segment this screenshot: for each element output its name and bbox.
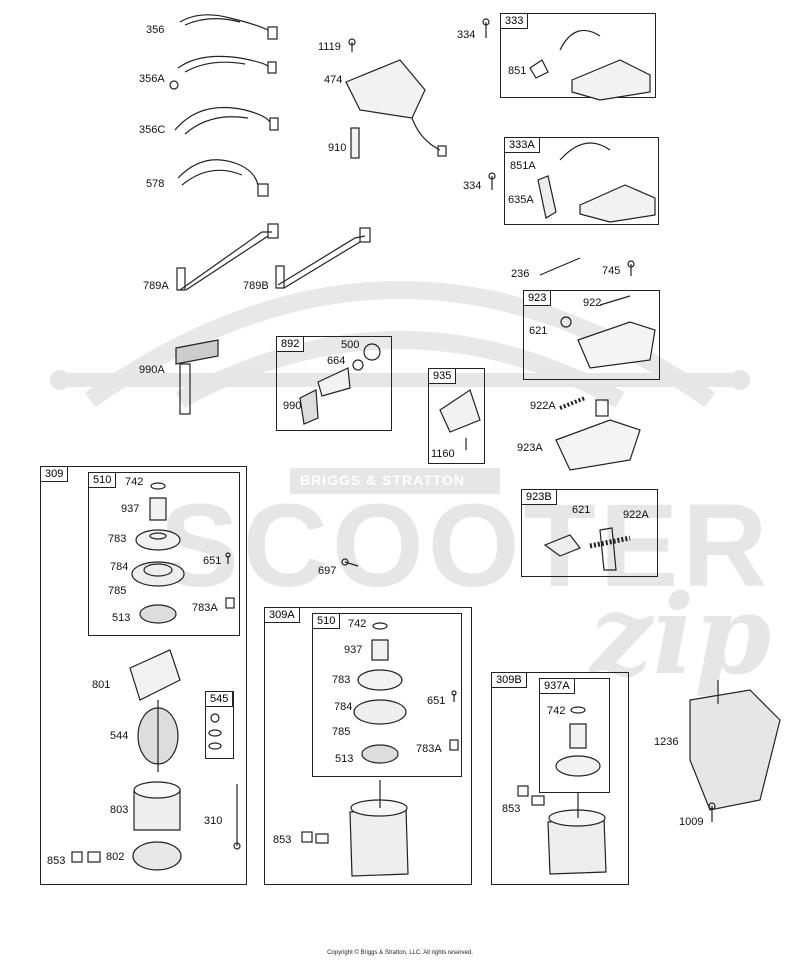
- callout-783a: 783A: [192, 602, 218, 614]
- callout-910: 910: [328, 142, 347, 154]
- group-tag: 935: [429, 369, 457, 384]
- callout-513: 513: [112, 612, 131, 624]
- callout-334b: 334: [463, 180, 482, 192]
- callout-635a: 635A: [508, 194, 534, 206]
- callout-236: 236: [511, 268, 530, 280]
- callout-334: 334: [457, 29, 476, 41]
- callout-851: 851: [508, 65, 527, 77]
- group-tag: 333A: [505, 138, 540, 153]
- group-tag: 309A: [265, 608, 300, 623]
- group-box-309: 309: [40, 466, 247, 885]
- callout-742b: 742: [348, 618, 367, 630]
- group-box-923b: 923B: [521, 489, 658, 577]
- callout-922a: 922A: [530, 400, 556, 412]
- callout-783b: 783: [332, 674, 351, 686]
- group-tag: 333: [501, 14, 529, 29]
- callout-356: 356: [146, 24, 165, 36]
- callout-664: 664: [327, 355, 346, 367]
- callout-784b: 784: [334, 701, 353, 713]
- group-box-510-inner: 510: [312, 613, 462, 777]
- group-tag: 892: [277, 337, 305, 352]
- callout-745: 745: [602, 265, 621, 277]
- callout-544: 544: [110, 730, 129, 742]
- callout-513b: 513: [335, 753, 354, 765]
- callout-789b: 789B: [243, 280, 269, 292]
- callout-937: 937: [121, 503, 140, 515]
- callout-785: 785: [108, 585, 127, 597]
- callout-990a: 990A: [139, 364, 165, 376]
- callout-853c: 853: [502, 803, 521, 815]
- callout-853: 853: [47, 855, 66, 867]
- callout-789a: 789A: [143, 280, 169, 292]
- callout-923a: 923A: [517, 442, 543, 454]
- group-box-545: 545: [205, 691, 234, 759]
- callout-937b: 937: [344, 644, 363, 656]
- callout-785b: 785: [332, 726, 351, 738]
- group-box-510: 510: [88, 472, 240, 636]
- callout-922: 922: [583, 297, 602, 309]
- callout-621: 621: [529, 325, 548, 337]
- group-tag: 510: [313, 614, 341, 629]
- callout-802: 802: [106, 851, 125, 863]
- group-tag: 937A: [540, 679, 575, 694]
- callout-783a-b: 783A: [416, 743, 442, 755]
- callout-356a: 356A: [139, 73, 165, 85]
- callout-990: 990: [283, 400, 302, 412]
- callout-783: 783: [108, 533, 127, 545]
- callout-853b: 853: [273, 834, 292, 846]
- group-tag: 923: [524, 291, 552, 306]
- group-tag: 309: [41, 467, 69, 482]
- callout-1009: 1009: [679, 816, 704, 828]
- callout-1119: 1119: [318, 41, 341, 53]
- callout-803: 803: [110, 804, 129, 816]
- group-tag: 309B: [492, 673, 527, 688]
- callout-801: 801: [92, 679, 111, 691]
- group-box-333: 333: [500, 13, 656, 98]
- callout-784: 784: [110, 561, 129, 573]
- callout-356c: 356C: [139, 124, 166, 136]
- group-box-923: 923: [523, 290, 660, 380]
- watermark-word: SCOOTER: [160, 480, 772, 612]
- callout-651: 651: [203, 555, 222, 567]
- callout-851a: 851A: [510, 160, 536, 172]
- group-box-935: 935: [428, 368, 485, 464]
- callout-500: 500: [341, 339, 360, 351]
- callout-922a-b: 922A: [623, 509, 649, 521]
- watermark-brand-text: BRIGGS & STRATTON: [300, 472, 466, 488]
- group-box-309b: 309B: [491, 672, 629, 885]
- group-box-892: 892: [276, 336, 392, 431]
- callout-310: 310: [204, 815, 223, 827]
- callout-621b: 621: [572, 504, 591, 516]
- callout-742: 742: [125, 476, 144, 488]
- group-tag: 923B: [522, 490, 557, 505]
- callout-651b: 651: [427, 695, 446, 707]
- callout-697: 697: [318, 565, 337, 577]
- group-box-309a: 309A: [264, 607, 472, 885]
- callout-742c: 742: [547, 705, 566, 717]
- callout-474: 474: [324, 74, 343, 86]
- group-box-937a: 937A: [539, 678, 610, 793]
- callout-1160: 1160: [431, 448, 455, 460]
- group-tag: 510: [89, 473, 117, 488]
- copyright-text: Copyright © Briggs & Stratton, LLC. All …: [327, 950, 473, 956]
- callout-578: 578: [146, 178, 165, 190]
- watermark-script: zip: [590, 570, 772, 699]
- group-box-333a: 333A: [504, 137, 659, 225]
- callout-1236: 1236: [654, 736, 679, 748]
- group-tag: 545: [206, 692, 234, 707]
